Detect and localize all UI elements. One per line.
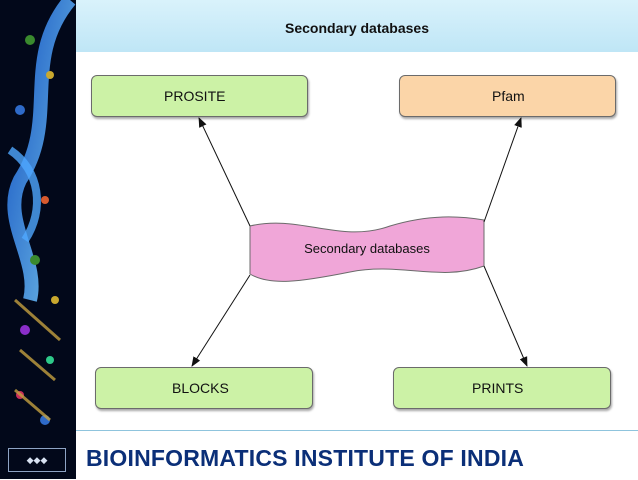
arrow-to-prosite xyxy=(198,117,251,227)
node-prints-label: PRINTS xyxy=(472,380,524,396)
node-prosite: PROSITE xyxy=(91,75,308,117)
side-decoration-dna: ◆◆◆ xyxy=(0,0,76,479)
center-node-label: Secondary databases xyxy=(304,241,430,256)
node-pfam-label: Pfam xyxy=(492,88,525,104)
footer-institute-name: BIOINFORMATICS INSTITUTE OF INDIA xyxy=(86,445,525,471)
arrow-to-pfam xyxy=(483,117,522,223)
node-blocks: BLOCKS xyxy=(95,367,313,409)
node-pfam: Pfam xyxy=(399,75,616,117)
arrow-to-prints xyxy=(483,265,528,367)
dna-helix-icon xyxy=(7,0,76,425)
node-prints: PRINTS xyxy=(393,367,611,409)
arrow-to-blocks xyxy=(191,274,251,367)
page-title: Secondary databases xyxy=(285,20,429,36)
footer-banner: BIOINFORMATICS INSTITUTE OF INDIA xyxy=(76,430,638,480)
node-prosite-label: PROSITE xyxy=(164,88,226,104)
title-bar: Secondary databases xyxy=(76,0,638,53)
institute-logo: ◆◆◆ xyxy=(8,448,66,472)
node-blocks-label: BLOCKS xyxy=(172,380,229,396)
